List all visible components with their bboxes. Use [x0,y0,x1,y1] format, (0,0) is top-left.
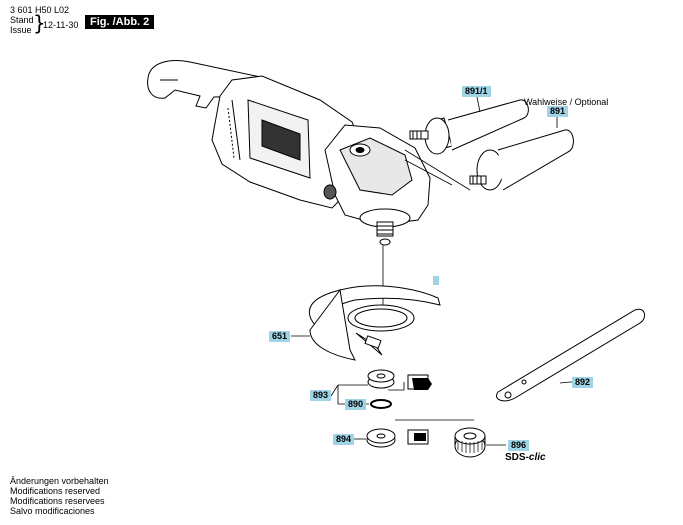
stand-label: Stand [10,15,34,25]
stand-issue-labels: Stand Issue [10,15,34,35]
footer-line-es: Salvo modificaciones [10,506,95,516]
document-number: 3 601 H50 L02 [10,5,70,15]
figure-tag: Fig. /Abb. 2 [85,15,155,29]
optional-note: Wahlweise / Optional [524,97,609,107]
aux-handle-891 [469,129,574,191]
tool-icon-894 [407,429,429,445]
part-label-896[interactable]: 896 [508,440,530,451]
sds-suffix: clic [528,452,546,463]
highlight-marker [433,276,439,285]
clamping-nut-894 [366,428,396,448]
issue-date: 12-11-30 [43,20,79,30]
sds-clic-nut-896 [454,427,486,458]
part-label-890[interactable]: 890 [345,399,367,410]
aux-handle-891-1 [409,99,529,155]
sds-clic-brand: SDS-clic [505,452,546,463]
sds-prefix: SDS- [505,452,529,463]
mounting-flange-893 [367,369,395,409]
tool-icon-893 [407,374,432,390]
part-label-891[interactable]: 891 [547,106,569,117]
part-label-894[interactable]: 894 [333,434,355,445]
footer-line-fr: Modifications reservees [10,496,105,506]
angle-grinder [147,60,431,246]
protective-guard-651 [308,285,441,361]
footer-line-de: Änderungen vorbehalten [10,476,109,486]
part-label-893[interactable]: 893 [310,390,332,401]
brace-glyph: } [33,11,46,35]
part-label-892[interactable]: 892 [572,377,594,388]
footer-notes: Änderungen vorbehalten Modifications res… [10,476,109,516]
two-pin-spanner-892 [496,308,646,402]
part-label-651[interactable]: 651 [269,331,291,342]
part-label-891-1[interactable]: 891/1 [462,86,491,97]
issue-label: Issue [10,25,32,35]
footer-line-en: Modifications reserved [10,486,101,496]
